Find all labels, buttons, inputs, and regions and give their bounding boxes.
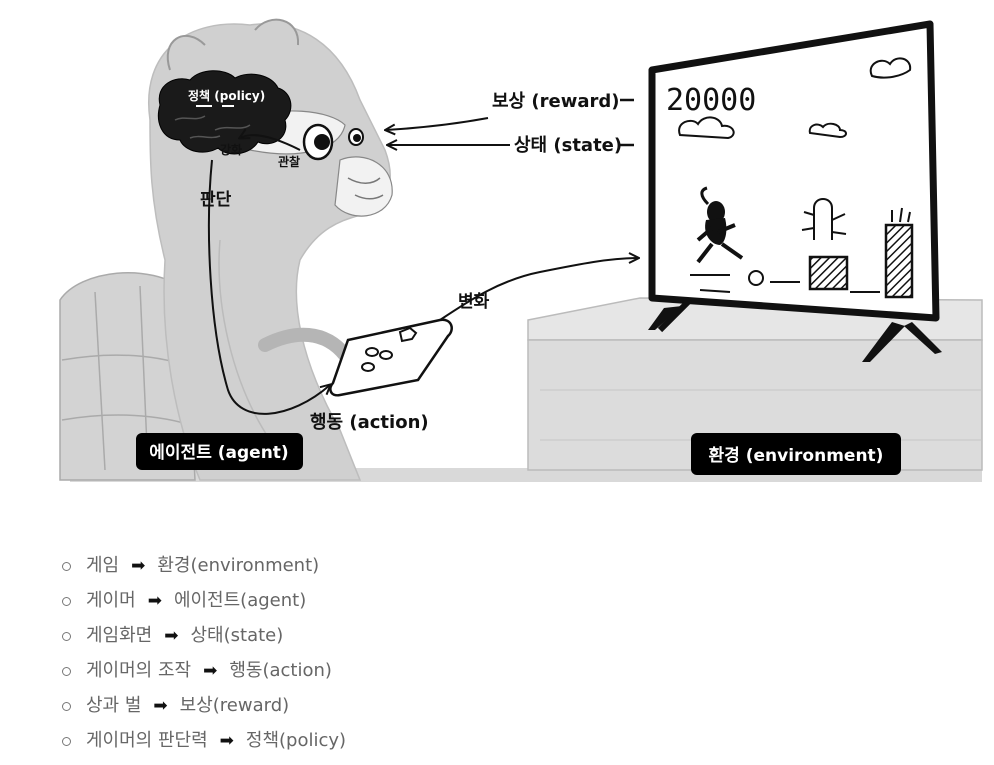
game-score: 20000: [666, 83, 756, 118]
circle-bullet-icon: [62, 562, 71, 571]
list-item: 게이머의 판단력 ➡ 정책(policy): [58, 723, 346, 758]
right-arrow-icon: ➡: [131, 556, 146, 576]
mapping-from: 게이머의 판단력: [86, 730, 208, 751]
state-label: 상태 (state): [514, 135, 622, 156]
list-item: 상과 벌 ➡ 보상(reward): [58, 688, 346, 723]
mapping-to: 상태(state): [190, 625, 284, 646]
mapping-to: 환경(environment): [157, 555, 320, 576]
reward-arrow: [386, 117, 489, 130]
mapping-to: 보상(reward): [179, 695, 290, 716]
action-label: 행동 (action): [310, 412, 429, 433]
eye-icon: [302, 123, 364, 161]
agent-badge: [136, 433, 303, 470]
circle-bullet-icon: [62, 667, 71, 676]
change-label: 변화: [458, 292, 490, 312]
circle-bullet-icon: [62, 632, 71, 641]
mapping-from: 상과 벌: [86, 695, 142, 716]
right-arrow-icon: ➡: [153, 696, 168, 716]
concept-mapping-list: 게임 ➡ 환경(environment) 게이머 ➡ 에이전트(agent) 게임화면 ➡…: [58, 548, 346, 758]
list-item: 게임 ➡ 환경(environment): [58, 548, 346, 583]
agent-environment-diagram: 정책 (policy) 강화 관찰 판단 행동 (action) 변화 보상 (…: [59, 18, 983, 482]
observe-arrow: [240, 135, 301, 151]
right-arrow-icon: ➡: [147, 591, 162, 611]
right-arrow-icon: ➡: [164, 626, 179, 646]
mapping-to: 에이전트(agent): [173, 590, 307, 611]
reinforce-label: 강화: [220, 142, 242, 157]
cactus-obstacle: [801, 198, 849, 291]
judge-label: 판단: [200, 190, 232, 210]
right-arrow-icon: ➡: [219, 731, 234, 751]
mapping-from: 게임: [86, 555, 120, 576]
list-item: 게이머의 조작 ➡ 행동(action): [58, 653, 346, 688]
circle-bullet-icon: [62, 597, 71, 606]
environment-label: 환경 (environment): [709, 446, 884, 466]
agent-label: 에이전트 (agent): [149, 443, 288, 463]
environment-badge: [691, 433, 901, 475]
change-arrow: [439, 258, 638, 321]
coin-icon: [748, 270, 764, 286]
circle-bullet-icon: [62, 737, 71, 746]
mapping-from: 게이머의 조작: [86, 660, 192, 681]
list-item: 게이머 ➡ 에이전트(agent): [58, 583, 346, 618]
cloud-icon: [678, 57, 912, 140]
game-controller: [329, 318, 453, 397]
block-obstacle: [884, 207, 914, 299]
mapping-to: 정책(policy): [245, 730, 347, 751]
mapping-from: 게임화면: [86, 625, 153, 646]
list-item: 게임화면 ➡ 상태(state): [58, 618, 346, 653]
mapping-from: 게이머: [86, 590, 136, 611]
mapping-to: 행동(action): [229, 660, 332, 681]
right-arrow-icon: ➡: [203, 661, 218, 681]
brain-policy: [157, 70, 292, 155]
policy-label: 정책 (policy): [188, 88, 265, 103]
reward-label: 보상 (reward): [492, 91, 619, 112]
observe-label: 관찰: [278, 154, 300, 169]
circle-bullet-icon: [62, 702, 71, 711]
judge-arrow: [207, 159, 330, 415]
runner-mouse-icon: [696, 186, 744, 264]
